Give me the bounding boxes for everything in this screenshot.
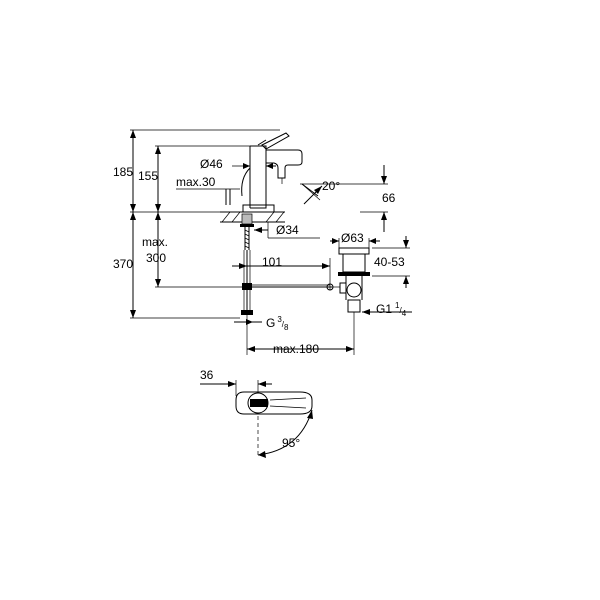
dim-max-label: max.: [142, 235, 168, 249]
dim-diameter-34: Ø34: [276, 223, 299, 237]
dim-40-53: 40-53: [374, 255, 405, 269]
dim-angle-95: 95°: [282, 436, 300, 450]
thread-g1-slash: /: [399, 306, 402, 315]
dim-185: 185: [113, 165, 133, 179]
thread-g38-base: G: [266, 316, 275, 330]
thread-g1-base: G1: [376, 302, 392, 316]
faucet-front-view: [220, 132, 334, 315]
thread-g38-den: 8: [284, 323, 289, 332]
dim-angle-20: 20°: [322, 179, 340, 193]
dim-370: 370: [113, 257, 133, 271]
dim-36: 36: [200, 368, 214, 382]
dimension-labels: 185 155 Ø46 max.30 20° 66 Ø34 Ø63 max. 3…: [113, 157, 407, 450]
faucet-top-view: [200, 380, 313, 458]
thread-g38-slash: /: [282, 320, 285, 329]
dim-max-180: max.180: [273, 342, 319, 356]
dim-max-30: max.30: [176, 175, 216, 189]
thread-g1-den: 4: [402, 309, 407, 318]
thread-g38-num: 3: [277, 315, 282, 324]
dim-101: 101: [262, 255, 282, 269]
thread-g1-num: 1: [395, 301, 400, 310]
dim-diameter-63: Ø63: [341, 231, 364, 245]
dim-diameter-46: Ø46: [200, 157, 223, 171]
dimension-lines: [130, 129, 412, 355]
waste-drain: [332, 247, 370, 313]
dim-66: 66: [382, 191, 396, 205]
dim-300: 300: [146, 251, 166, 265]
dim-155: 155: [138, 169, 158, 183]
